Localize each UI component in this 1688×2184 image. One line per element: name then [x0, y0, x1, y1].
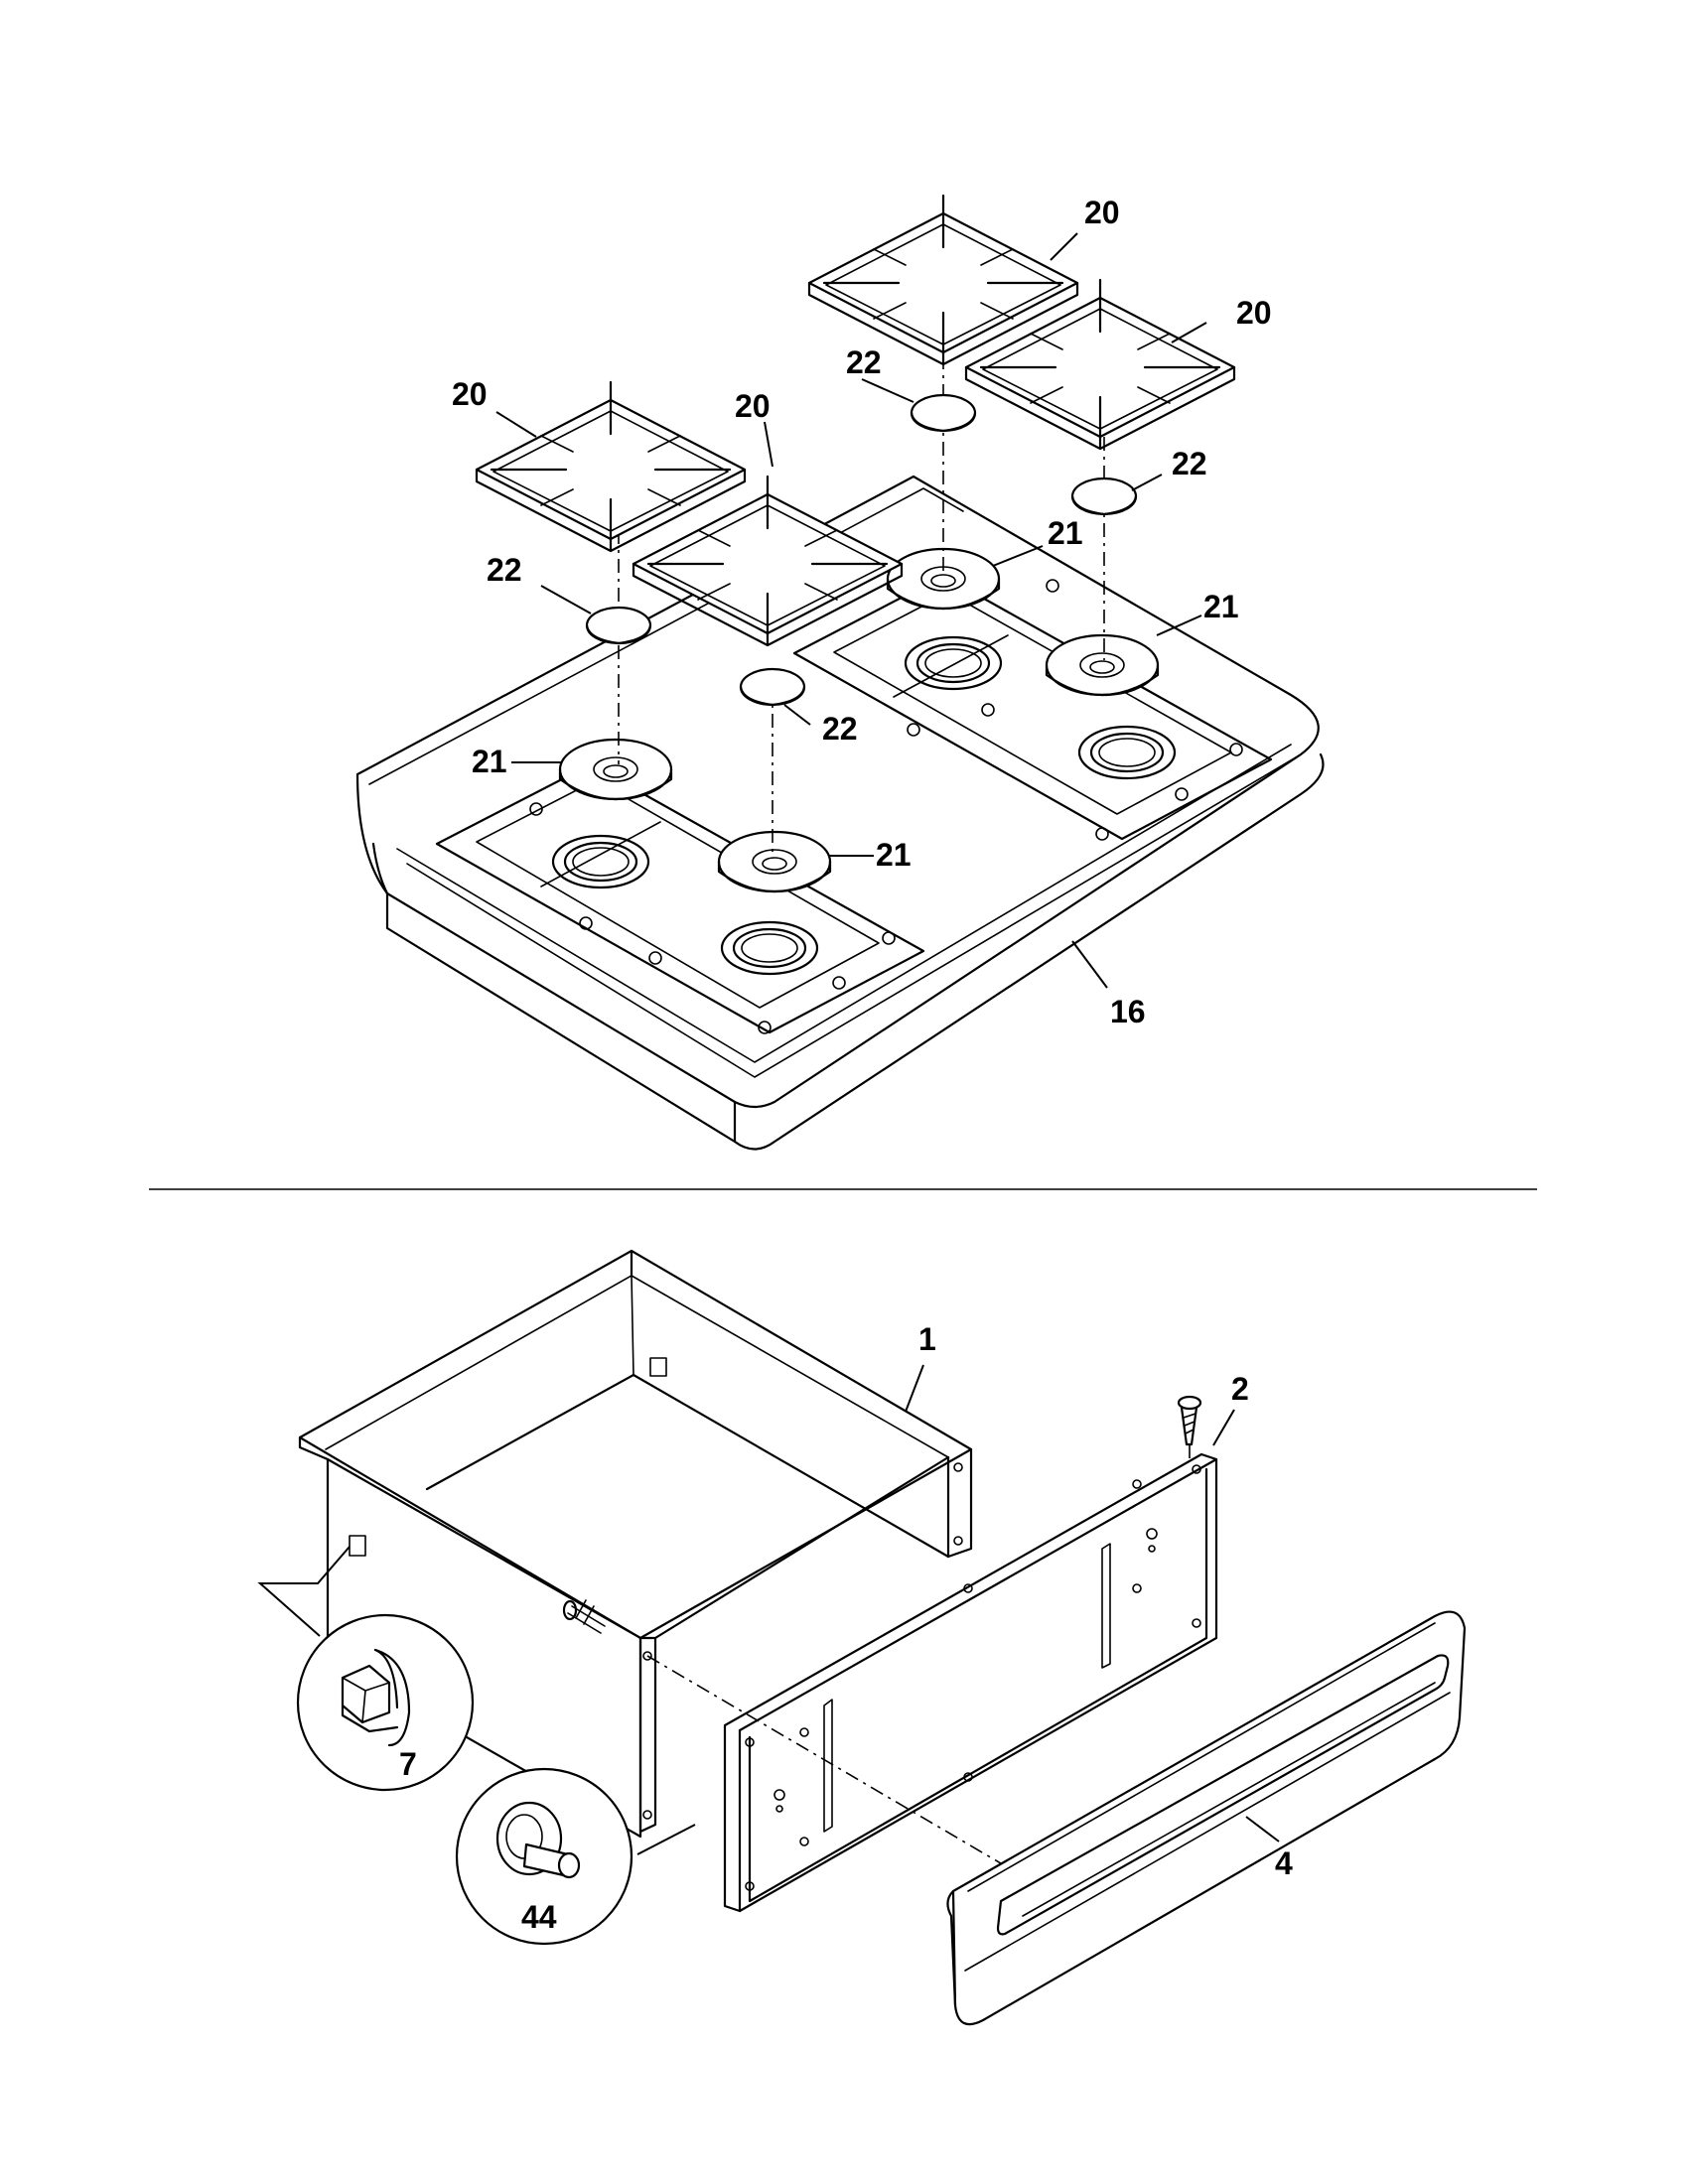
callout-head-front-left: 21 [472, 744, 507, 779]
callout-grate-back-left: 20 [1084, 195, 1120, 230]
callout-glide-clip: 7 [399, 1746, 417, 1782]
burner-head-front-right [717, 830, 832, 893]
drawer-assembly: 1 2 4 7 44 [257, 1249, 1467, 2026]
callout-drawer-front: 4 [1275, 1845, 1293, 1881]
screw [1177, 1395, 1202, 1459]
callout-head-front-right: 21 [876, 837, 912, 873]
callout-screw: 2 [1231, 1371, 1249, 1407]
burner-head-front-left [558, 738, 673, 801]
callout-head-back-right: 21 [1203, 589, 1239, 624]
drawer-body [298, 1249, 973, 1839]
callout-grate-back-right: 20 [1236, 295, 1272, 331]
callout-grate-front-left: 20 [452, 376, 488, 412]
burner-cap-front-right [739, 667, 806, 707]
main-top [355, 475, 1325, 1151]
drawer-front [946, 1610, 1467, 2026]
callout-head-back-left: 21 [1048, 515, 1083, 551]
callout-cap-front-left: 22 [487, 552, 522, 588]
burner-cap-back-right [1070, 477, 1138, 516]
callout-main-top: 16 [1110, 994, 1146, 1029]
callout-drawer-body: 1 [918, 1321, 936, 1357]
callout-cap-back-right: 22 [1172, 446, 1207, 481]
drawer-panel [646, 1452, 1218, 1913]
grate-front-left [475, 380, 747, 553]
detail-glide-clip [257, 1546, 475, 1792]
callout-grate-front-right: 20 [735, 388, 771, 424]
cooktop-assembly: 20 20 20 20 22 22 22 22 21 21 21 21 16 [355, 194, 1325, 1151]
callout-roller: 44 [521, 1899, 557, 1935]
burner-cap-front-left [585, 606, 652, 645]
burner-head-back-right [1045, 633, 1160, 697]
callout-cap-back-left: 22 [846, 344, 882, 380]
callout-cap-front-right: 22 [822, 711, 858, 747]
burner-cap-back-left [910, 393, 977, 433]
detail-roller [455, 1767, 696, 1946]
